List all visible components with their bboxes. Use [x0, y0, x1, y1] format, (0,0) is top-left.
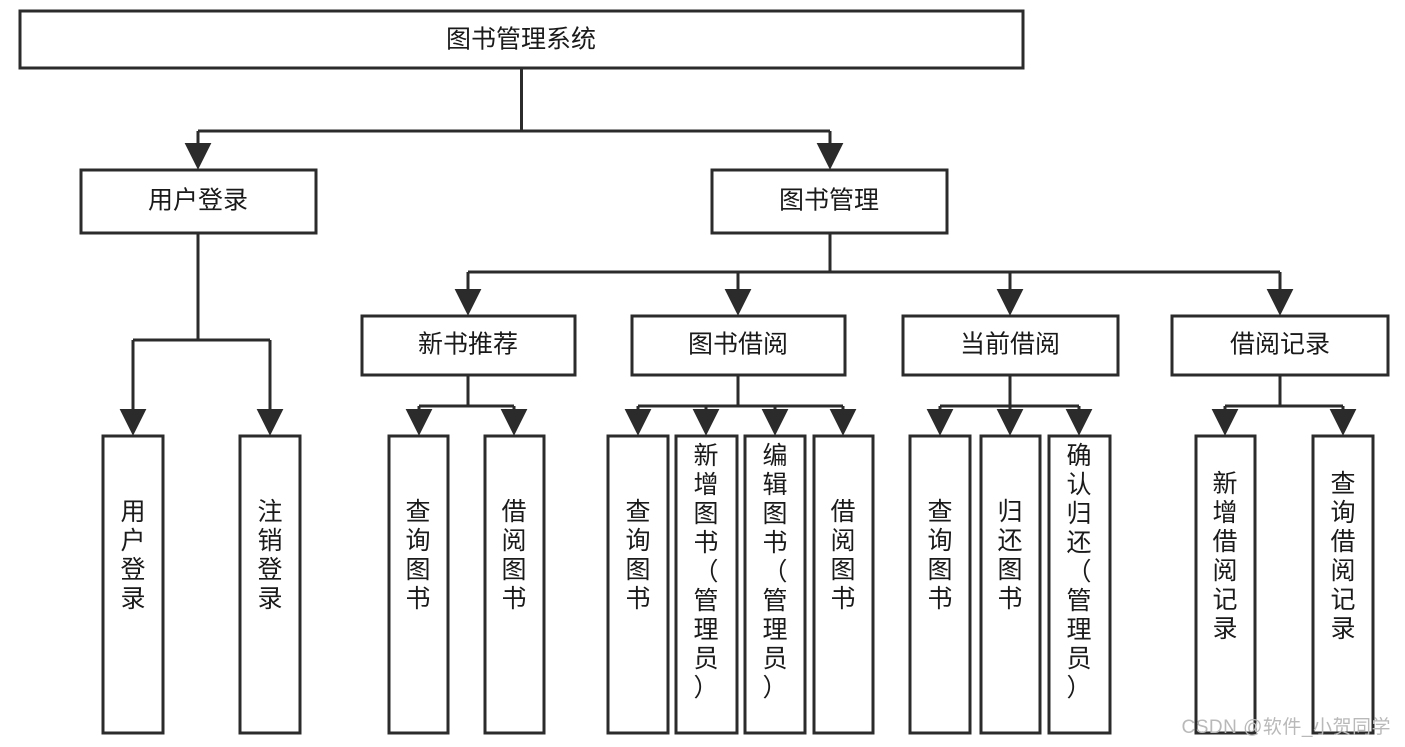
node-leaf-user-login-label: 用户登录 [120, 498, 145, 613]
node-leaf-query-record-label: 查询借阅记录 [1330, 470, 1355, 643]
node-leaf-borrow-book-2-label: 借阅图书 [830, 498, 855, 613]
node-leaf-user-login[interactable]: 用户登录 [101, 434, 165, 735]
edges-group [119, 68, 1357, 436]
node-root-system[interactable]: 图书管理系统 [18, 9, 1025, 70]
node-leaf-edit-book-label: 编辑图书（管理员） [762, 442, 787, 702]
node-leaf-edit-book[interactable]: 编辑图书（管理员） [743, 434, 807, 735]
node-leaf-query-book-3[interactable]: 查询图书 [908, 434, 972, 735]
node-borrow-record-label: 借阅记录 [1230, 331, 1330, 359]
node-leaf-query-book-1-label: 查询图书 [405, 498, 430, 613]
node-leaf-return-book[interactable]: 归还图书 [979, 434, 1042, 735]
node-leaf-borrow-book-1-label: 借阅图书 [501, 498, 526, 613]
node-leaf-query-record[interactable]: 查询借阅记录 [1311, 434, 1375, 735]
node-leaf-query-book-2[interactable]: 查询图书 [606, 434, 670, 735]
node-leaf-add-book[interactable]: 新增图书（管理员） [674, 434, 739, 735]
node-root-label: 图书管理系统 [446, 26, 596, 54]
node-user-login[interactable]: 用户登录 [79, 168, 318, 235]
node-current-borrow-label: 当前借阅 [960, 331, 1060, 359]
node-borrow-record[interactable]: 借阅记录 [1170, 314, 1390, 377]
node-leaf-query-book-1[interactable]: 查询图书 [387, 434, 450, 735]
node-leaf-logout-login-label: 注销登录 [257, 498, 282, 613]
node-leaf-confirm-return[interactable]: 确认归还（管理员） [1047, 434, 1112, 735]
node-leaf-add-record[interactable]: 新增借阅记录 [1194, 434, 1257, 735]
node-book-management[interactable]: 图书管理 [710, 168, 949, 235]
node-leaf-add-record-label: 新增借阅记录 [1212, 470, 1237, 643]
node-leaf-query-book-3-label: 查询图书 [927, 498, 952, 613]
node-new-book-recommend-label: 新书推荐 [418, 331, 518, 359]
node-book-borrow[interactable]: 图书借阅 [630, 314, 847, 377]
node-leaf-borrow-book-1[interactable]: 借阅图书 [483, 434, 546, 735]
node-user-login-label: 用户登录 [148, 187, 248, 215]
node-leaf-add-book-label: 新增图书（管理员） [693, 442, 718, 702]
node-book-management-label: 图书管理 [779, 187, 879, 215]
node-leaf-logout-login[interactable]: 注销登录 [238, 434, 302, 735]
node-leaf-return-book-label: 归还图书 [997, 498, 1022, 613]
node-leaf-query-book-2-label: 查询图书 [625, 498, 650, 613]
node-book-borrow-label: 图书借阅 [688, 331, 788, 359]
node-leaf-confirm-return-label: 确认归还（管理员） [1066, 442, 1091, 702]
node-new-book-recommend[interactable]: 新书推荐 [360, 314, 577, 377]
node-leaf-borrow-book-2[interactable]: 借阅图书 [812, 434, 875, 735]
node-current-borrow[interactable]: 当前借阅 [901, 314, 1120, 377]
